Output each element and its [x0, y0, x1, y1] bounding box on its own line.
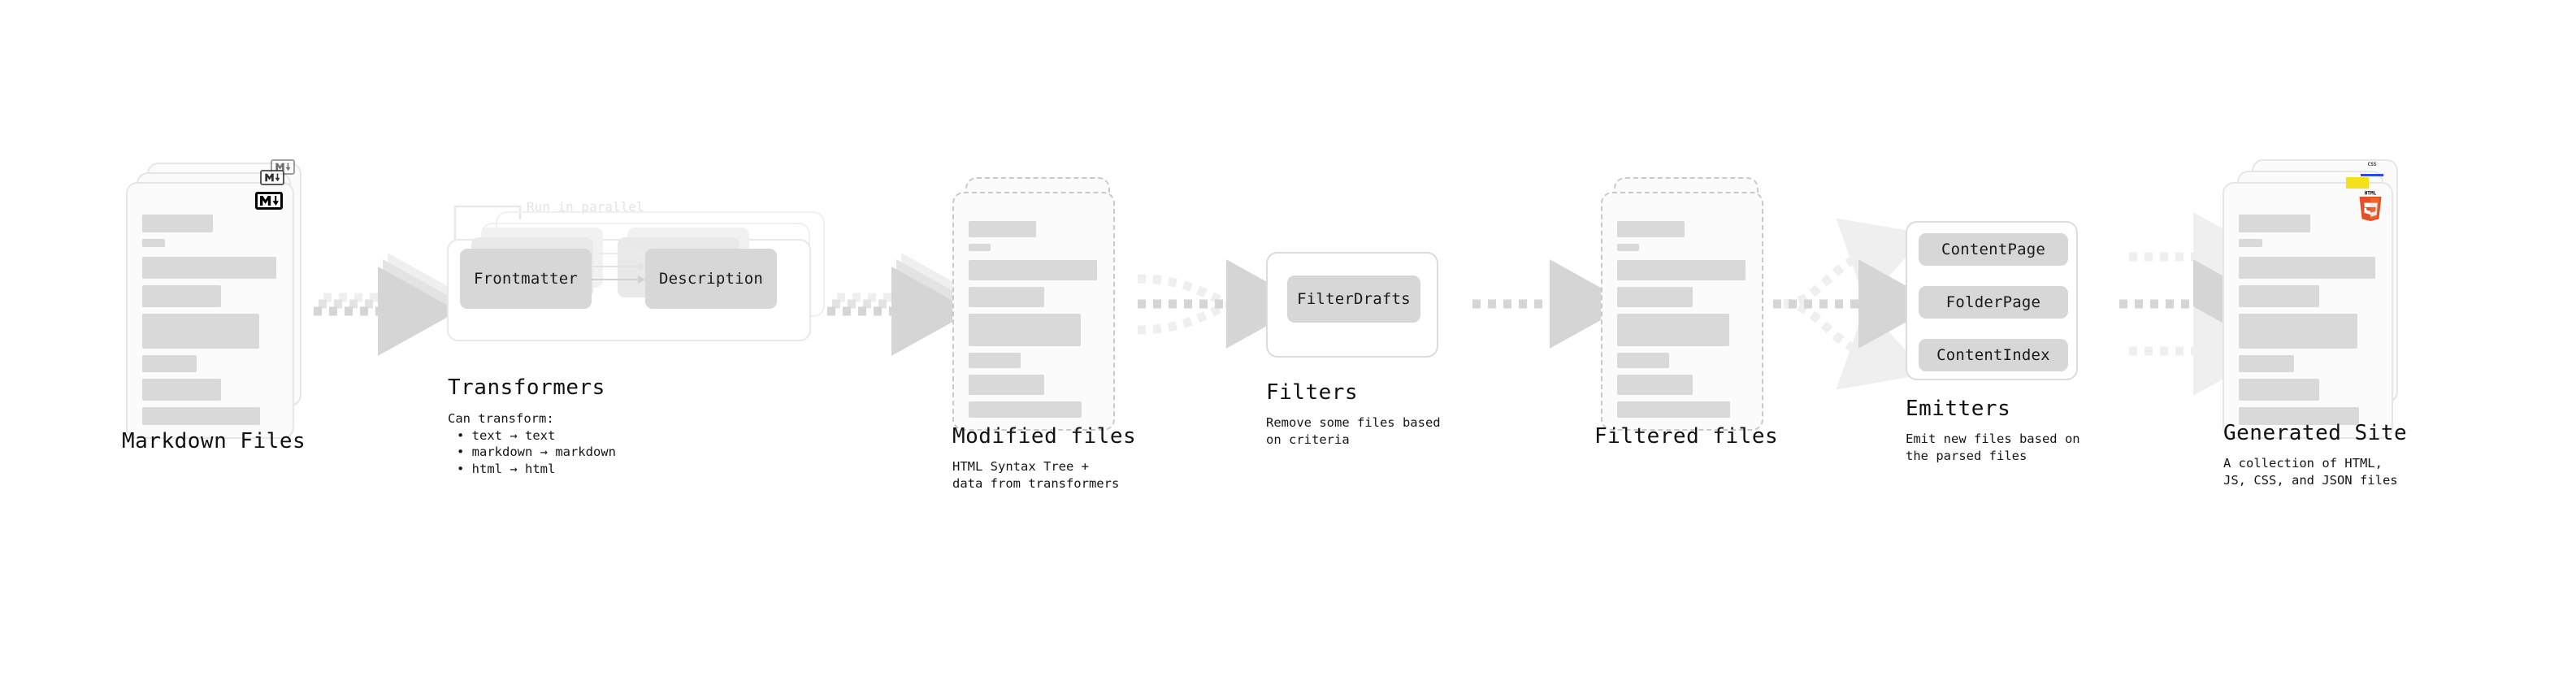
markdown-placeholder-lines — [142, 215, 278, 432]
filtered-placeholder-lines — [1617, 221, 1747, 424]
js-icon — [2346, 177, 2369, 189]
markdown-card-front — [126, 182, 294, 439]
css-icon: CSS — [2361, 163, 2383, 176]
chip-contentindex[interactable]: ContentIndex — [1919, 339, 2068, 371]
transformers-bullet-0: • text → text — [457, 427, 556, 443]
stage-title-modified-files: Modified files — [952, 424, 1137, 449]
css-icon-label: CSS — [2367, 162, 2377, 167]
stage-modified-files — [952, 177, 1127, 437]
transformers-description: Can transform: • text → text • markdown … — [448, 410, 616, 477]
modified-file-stack — [952, 177, 1127, 437]
transformers-bullet-1: • markdown → markdown — [457, 445, 616, 460]
connector-md-to-transformers — [314, 253, 468, 356]
generated-site-file-stack: HTML CSS — [2223, 159, 2418, 439]
chip-folderpage[interactable]: FolderPage — [1919, 286, 2068, 319]
html5-icon: HTML — [2357, 190, 2383, 224]
connector-filtered-to-emitters — [1773, 218, 1939, 390]
generated-card-front: HTML — [2223, 182, 2393, 439]
html5-icon-wordmark: HTML — [2365, 191, 2377, 197]
chip-contentpage-label: ContentPage — [1941, 241, 2046, 258]
connector-transformers-to-modified — [827, 253, 982, 356]
stage-subtitle-modified-files: HTML Syntax Tree + data from transformer… — [952, 459, 1120, 491]
transformer-internal-arrows — [591, 249, 645, 284]
chip-frontmatter-label: Frontmatter — [473, 270, 579, 288]
generated-placeholder-lines — [2239, 215, 2377, 432]
run-in-parallel-label: Run in parallel — [527, 199, 644, 215]
stage-title-generated-site: Generated Site — [2223, 421, 2408, 445]
chip-folderpage-label: FolderPage — [1945, 293, 2041, 311]
chip-description-label: Description — [658, 270, 764, 288]
chip-frontmatter[interactable]: Frontmatter — [460, 249, 592, 309]
chip-description[interactable]: Description — [645, 249, 777, 309]
stage-title-filters: Filters — [1266, 380, 1359, 405]
transformers-intro: Can transform: — [448, 411, 554, 426]
stage-subtitle-filters: Remove some files based on criteria — [1266, 415, 1441, 447]
filtered-card-front — [1601, 192, 1763, 431]
transformers-box[interactable]: Frontmatter Description — [447, 228, 811, 341]
modified-placeholder-lines — [969, 221, 1099, 424]
stage-title-markdown-files: Markdown Files — [122, 429, 306, 453]
stage-subtitle-emitters: Emit new files based on the parsed files — [1906, 432, 2080, 463]
chip-contentindex-label: ContentIndex — [1936, 346, 2050, 364]
chip-filterdrafts[interactable]: FilterDrafts — [1287, 275, 1420, 323]
markdown-file-stack — [126, 159, 317, 439]
stage-markdown-files — [126, 159, 317, 439]
chip-contentpage[interactable]: ContentPage — [1919, 233, 2068, 266]
stage-filtered-files — [1601, 177, 1776, 437]
chip-filterdrafts-label: FilterDrafts — [1297, 290, 1411, 308]
stage-generated-site: HTML CSS — [2223, 159, 2418, 439]
stage-title-filtered-files: Filtered files — [1594, 424, 1779, 449]
transformers-bullet-2: • html → html — [457, 461, 556, 476]
connector-modified-to-filters — [1137, 259, 1307, 349]
markdown-icon — [255, 192, 283, 210]
markdown-icon-ghost-1 — [260, 170, 284, 185]
filtered-file-stack — [1601, 177, 1776, 437]
filters-box[interactable]: FilterDrafts — [1266, 252, 1438, 358]
connector-emitters-to-site — [2119, 212, 2274, 396]
stage-subtitle-generated-site: A collection of HTML, JS, CSS, and JSON … — [2223, 456, 2398, 488]
stage-title-emitters: Emitters — [1906, 397, 2011, 421]
stage-title-transformers: Transformers — [448, 375, 605, 400]
emitters-box[interactable]: ContentPage FolderPage ContentIndex — [1906, 221, 2078, 380]
modified-card-front — [952, 192, 1115, 431]
